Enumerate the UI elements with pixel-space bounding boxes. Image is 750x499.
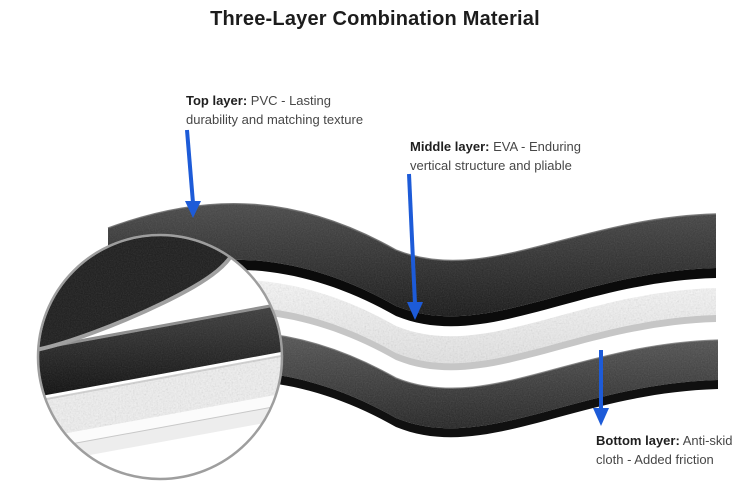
- bottom-layer-label-term: Bottom layer:: [596, 433, 680, 448]
- middle-layer-arrow-head-icon: [407, 302, 423, 320]
- magnifier-inset: [36, 233, 284, 481]
- middle-layer-label: Middle layer: EVA - Enduring vertical st…: [410, 138, 606, 176]
- page-title: Three-Layer Combination Material: [210, 8, 540, 30]
- bottom-layer-edge: [108, 371, 718, 438]
- magnifier-circle-border: [36, 233, 284, 481]
- inset-bottom-cloth-layer: [39, 392, 281, 452]
- top-layer-label-term: Top layer:: [186, 93, 248, 108]
- middle-layer-arrow: [407, 173, 423, 320]
- top-layer-label: Top layer: PVC - Lasting durability and …: [186, 92, 382, 130]
- top-layer-arrow-head-icon: [185, 201, 201, 218]
- middle-layer-label-desc: EVA - Enduring vertical structure and pl…: [410, 139, 582, 173]
- bottom-layer-arrow: [593, 350, 609, 426]
- top-layer-arrow: [185, 129, 201, 218]
- middle-layer-arrow-line: [407, 173, 417, 305]
- inset-bottom-strip: [39, 404, 281, 466]
- bottom-layer-label: Bottom layer: Anti-skid cloth - Added fr…: [596, 432, 748, 470]
- top-layer-arrow-line: [185, 129, 195, 204]
- top-layer-label-desc: PVC - Lasting durability and matching te…: [186, 93, 364, 127]
- middle-layer-label-term: Middle layer:: [410, 139, 490, 154]
- bottom-layer-label-desc: Anti-skid cloth - Added friction: [596, 433, 733, 467]
- middle-layer-edge: [108, 306, 716, 371]
- bottom-layer-arrow-head-icon: [593, 408, 609, 426]
